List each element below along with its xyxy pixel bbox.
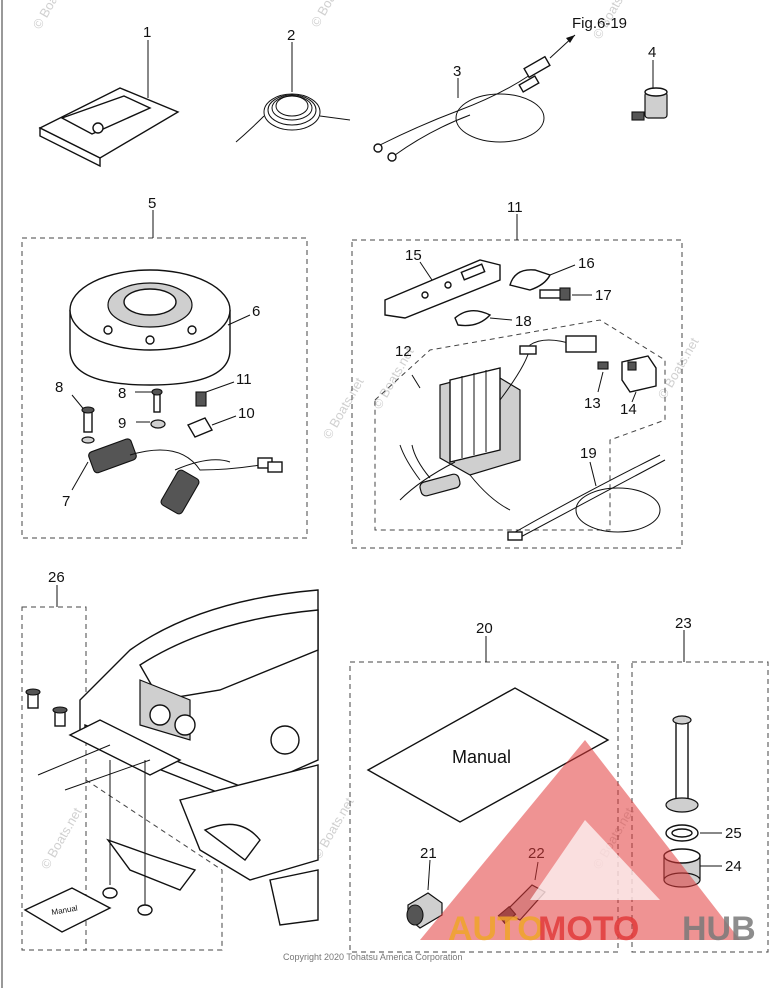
part-11-bolt (195, 381, 235, 407)
callout-1: 1 (143, 24, 151, 41)
callout-25: 24 (725, 858, 742, 875)
part-27-bottom-cowl (25, 589, 319, 926)
automotohub-logo: AUTO MOTO HUB (420, 740, 756, 948)
callout-8b: 8 (118, 385, 126, 402)
callout-20: 19 (580, 445, 597, 462)
group-13-border (374, 319, 666, 531)
part-17-clip (509, 264, 576, 291)
callout-19: 18 (515, 313, 532, 330)
part-26-seal (665, 824, 722, 842)
callout-16: 15 (405, 247, 422, 264)
manual-label: Manual (452, 747, 511, 767)
small-manual: Manual (23, 887, 112, 933)
part-9-washer (136, 419, 166, 429)
callout-8a: 8 (55, 379, 63, 396)
callout-27: 26 (48, 569, 65, 586)
part-8-screws (71, 388, 163, 444)
part-1-tool-pouch (38, 40, 180, 168)
part-15-connector (621, 355, 657, 403)
part-13-rectifier (399, 335, 597, 511)
group-27-border-left (21, 606, 87, 951)
callout-21: 20 (476, 620, 493, 637)
copyright-text: Copyright 2020 Tohatsu America Corporati… (283, 952, 462, 962)
logo-hub: HUB (682, 910, 756, 948)
callout-4: 4 (648, 44, 656, 61)
callout-18: 17 (595, 287, 612, 304)
callout-11: 11 (236, 371, 252, 388)
callout-7: 7 (62, 493, 70, 510)
part-2-coil (235, 42, 351, 143)
part-18-bolt (539, 287, 592, 301)
callout-13: 12 (395, 343, 412, 360)
part-7-stator-coils (71, 438, 283, 515)
part-22-plug (406, 859, 443, 929)
callout-14: 13 (584, 395, 601, 412)
figure-reference: Fig.6-19 (572, 15, 627, 32)
logo-auto: AUTO (448, 910, 544, 948)
callout-15: 14 (620, 401, 637, 418)
watermark-text: © Boats.net (655, 335, 702, 402)
group-5-border (21, 237, 308, 539)
part-10-clamp (186, 415, 237, 438)
callout-5: 5 (148, 195, 156, 212)
callout-10: 10 (238, 405, 255, 422)
callout-2: 2 (287, 27, 295, 44)
part-3-wire-lead (373, 34, 576, 162)
callout-17: 16 (578, 255, 595, 272)
callout-26: 25 (725, 825, 742, 842)
part-21-manual: Manual (366, 687, 610, 823)
part-4-cap (631, 60, 668, 121)
group-27-border-bottom (85, 779, 223, 951)
part-24-shaft (665, 715, 699, 813)
callout-3: 3 (453, 63, 461, 80)
part-6-flywheel (69, 269, 251, 386)
callout-9: 9 (118, 415, 126, 432)
watermark-text: © Boats.net (308, 0, 355, 29)
part-20-wire (507, 454, 666, 541)
callout-24: 23 (675, 615, 692, 632)
callout-22: 21 (420, 845, 437, 862)
watermark-text: © Boats.net (320, 375, 367, 442)
watermark-text: © Boats.net (38, 805, 85, 872)
part-19-clamp (454, 310, 513, 327)
callout-6: 6 (252, 303, 260, 320)
callout-12: 11 (507, 199, 523, 216)
watermark-text: © Boats.net (30, 0, 77, 31)
part-14-fuse (597, 361, 609, 393)
part-16-bracket (384, 259, 501, 319)
logo-moto: MOTO (538, 910, 639, 948)
